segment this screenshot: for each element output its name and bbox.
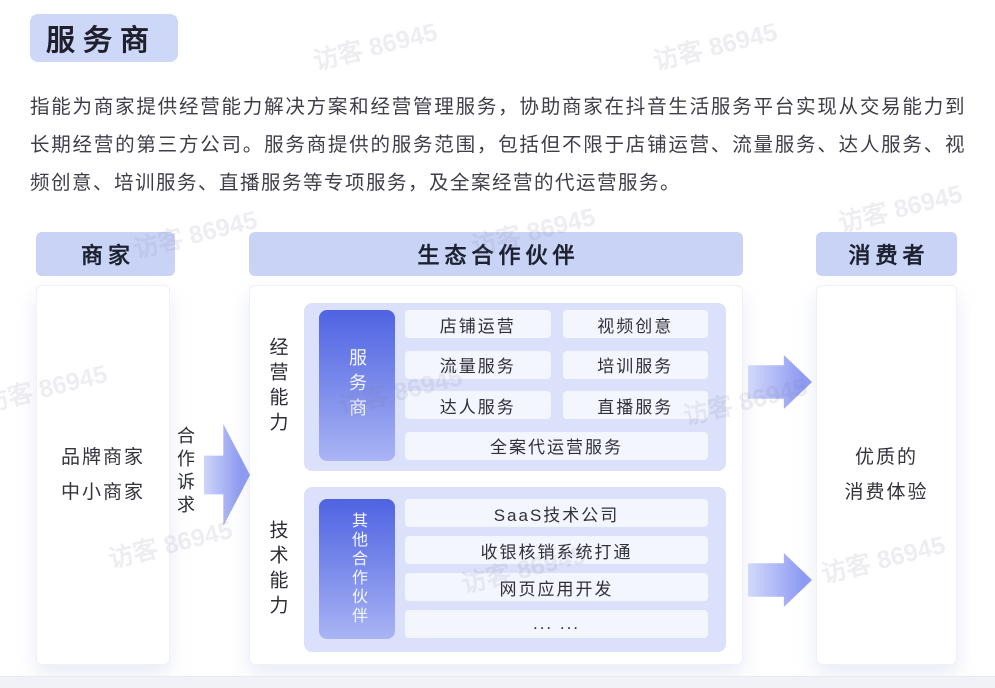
service-item: 店铺运营: [405, 310, 551, 338]
consumer-body-text: 优质的 消费体验: [844, 440, 928, 510]
tech-item-ellipsis: ... ...: [405, 610, 708, 638]
ecosystem-partner-header: 生态合作伙伴: [249, 232, 743, 276]
ecosystem-partner-card: 经营能力 服务商 店铺运营 视频创意 流量服务 培训服务 达人服务 直播服务 全…: [249, 285, 743, 665]
tech-capability-label: 技术能力: [266, 519, 288, 620]
service-item-full-agency: 全案代运营服务: [405, 431, 708, 460]
tech-item: SaaS技术公司: [405, 499, 708, 527]
business-capability-side: 经营能力: [250, 303, 304, 471]
tech-capability-side: 技术能力: [250, 487, 304, 652]
page-bottom-edge: [0, 676, 995, 688]
merchant-body-text: 品牌商家 中小商家: [61, 440, 145, 510]
business-capability-label: 经营能力: [266, 337, 288, 437]
tech-service-rows: SaaS技术公司 收银核销系统打通 网页应用开发 ... ...: [405, 499, 708, 639]
tech-item: 网页应用开发: [405, 573, 708, 601]
service-provider-core-label: 服务商: [347, 348, 367, 423]
merchant-line-sme: 中小商家: [60, 482, 145, 503]
business-capability-section: 经营能力 服务商 店铺运营 视频创意 流量服务 培训服务 达人服务 直播服务 全…: [250, 303, 726, 471]
watermark: 访客 86945: [310, 18, 441, 76]
service-item: 视频创意: [562, 310, 708, 338]
arrow-right-icon: [204, 424, 250, 526]
page-title: 服务商: [30, 14, 178, 62]
business-capability-panel: 服务商 店铺运营 视频创意 流量服务 培训服务 达人服务 直播服务 全案代运营服…: [304, 303, 726, 471]
service-item: 培训服务: [562, 350, 708, 379]
consumer-line-experience: 消费体验: [844, 482, 929, 503]
business-service-grid: 店铺运营 视频创意 流量服务 培训服务 达人服务 直播服务 全案代运营服务: [405, 310, 708, 461]
cooperation-demand-label: 合作诉求: [175, 426, 195, 518]
service-item: 直播服务: [562, 391, 708, 419]
tech-item: 收银核销系统打通: [405, 536, 708, 564]
watermark: 访客 86945: [650, 18, 781, 76]
other-partners-core-box: 其他合作伙伴: [319, 499, 395, 639]
service-item: 达人服务: [405, 391, 551, 419]
arrow-right-icon: [748, 355, 812, 409]
arrow-right-icon: [748, 553, 812, 607]
service-item: 流量服务: [405, 350, 551, 379]
tech-capability-panel: 其他合作伙伴 SaaS技术公司 收银核销系统打通 网页应用开发 ... ...: [304, 487, 726, 652]
other-partners-core-label: 其他合作伙伴: [349, 512, 366, 626]
merchant-header: 商家: [36, 232, 175, 276]
merchant-line-brand: 品牌商家: [60, 447, 145, 468]
tech-capability-section: 技术能力 其他合作伙伴 SaaS技术公司 收银核销系统打通 网页应用开发 ...…: [250, 487, 726, 652]
service-provider-core-box: 服务商: [319, 310, 395, 461]
consumer-card: 优质的 消费体验: [816, 285, 957, 665]
merchant-card: 品牌商家 中小商家: [36, 285, 170, 665]
consumer-header: 消费者: [816, 232, 957, 276]
consumer-line-quality: 优质的: [854, 447, 918, 468]
description-paragraph: 指能为商家提供经营能力解决方案和经营管理服务，协助商家在抖音生活服务平台实现从交…: [30, 96, 966, 194]
